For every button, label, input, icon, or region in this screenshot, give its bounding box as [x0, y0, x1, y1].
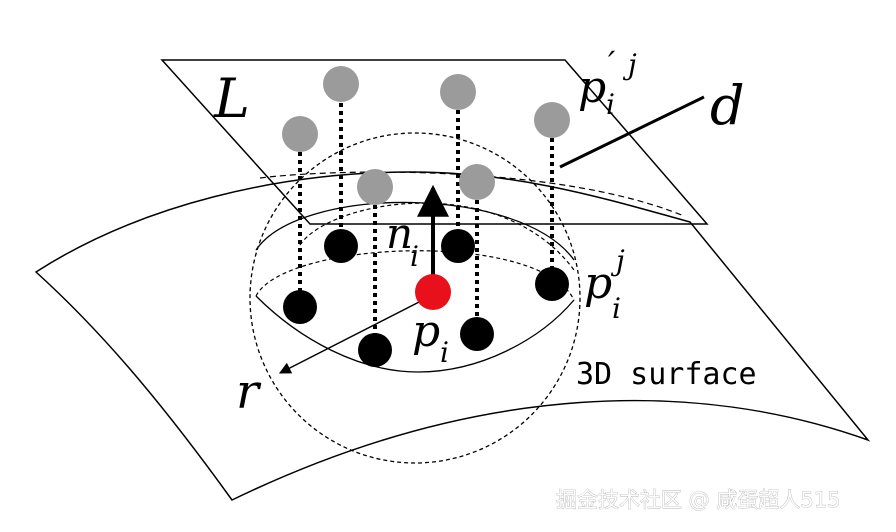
- projected-point-label: p: [578, 62, 606, 113]
- projected-point: [440, 74, 476, 110]
- fitting-plane: [160, 59, 709, 225]
- neighbor-point-label: p: [584, 258, 612, 309]
- projected-point-prime: ′: [608, 44, 616, 82]
- sphere-solid-arc: [255, 201, 575, 261]
- projected-point-sub: i: [606, 88, 615, 121]
- neighbor-point-sup: j: [610, 244, 625, 277]
- normal-label: n: [386, 209, 413, 258]
- watermark: 掘金技术社区 @ 咸蛋超人515: [556, 488, 840, 512]
- projected-point: [357, 169, 393, 205]
- projected-point: [534, 102, 570, 138]
- neighbor-point-sub: i: [612, 292, 621, 325]
- surface-sheet: [34, 171, 871, 501]
- center-point: [415, 274, 451, 310]
- projected-point-sup: j: [622, 48, 637, 81]
- projection-lines: [298, 103, 554, 338]
- projected-point: [459, 164, 495, 200]
- projected-point: [323, 66, 359, 102]
- neighbor-point: [441, 229, 475, 263]
- neighborhood-sphere-outline: [249, 132, 581, 464]
- neighbor-point: [460, 317, 494, 351]
- distance-line: [559, 95, 705, 169]
- surface-label: 3D surface: [576, 357, 757, 392]
- neighbor-point: [358, 333, 392, 367]
- neighbor-points: [283, 229, 569, 367]
- center-point-label: p: [412, 306, 440, 357]
- center-point-sub: i: [440, 336, 449, 369]
- radius-arrow: [278, 299, 424, 374]
- projected-points: [282, 66, 570, 205]
- radius-label: r: [236, 364, 262, 420]
- neighbor-point: [324, 229, 358, 263]
- normal-sub: i: [410, 240, 419, 273]
- neighbor-point: [535, 267, 569, 301]
- plane-label: L: [213, 67, 250, 130]
- neighbor-point: [283, 290, 317, 324]
- sphere-lower-solid: [255, 295, 575, 373]
- surface-dashed-horizon: [259, 171, 685, 217]
- distance-label: d: [710, 74, 745, 137]
- projected-point: [282, 116, 318, 152]
